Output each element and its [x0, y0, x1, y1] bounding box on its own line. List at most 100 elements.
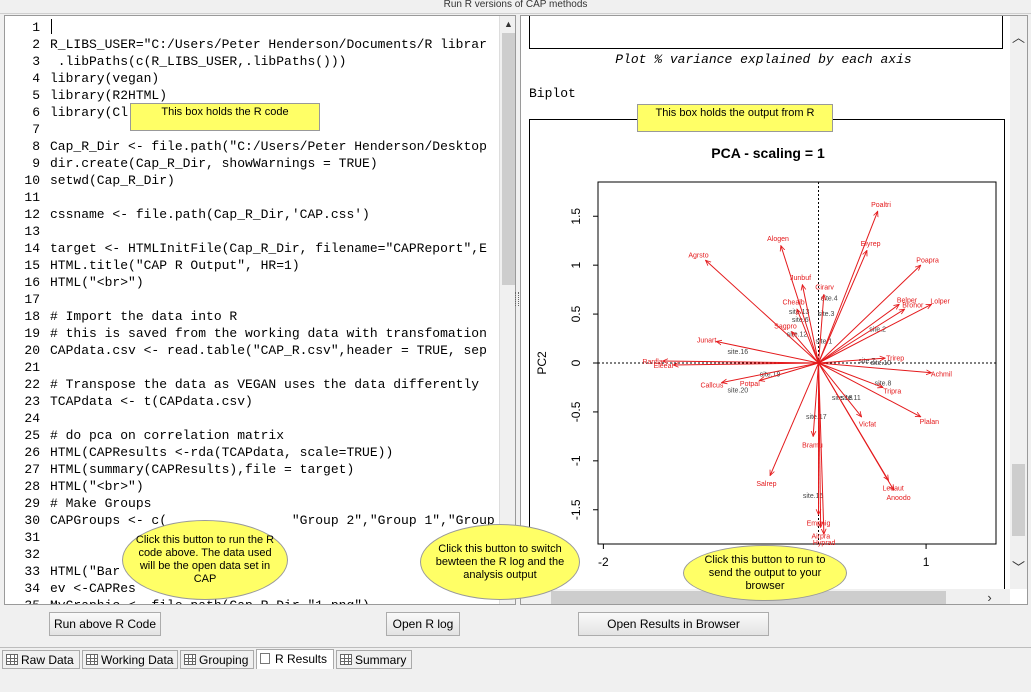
- line-number: 14: [24, 241, 40, 256]
- code-line[interactable]: 19# this is saved from the working data …: [5, 325, 499, 342]
- code-text: HTML.title("CAP R Output", HR=1): [50, 258, 300, 273]
- line-number: 24: [24, 411, 40, 426]
- code-scroll-thumb[interactable]: [502, 33, 515, 285]
- code-line[interactable]: 24: [5, 410, 499, 427]
- tab-grouping[interactable]: Grouping: [180, 650, 254, 669]
- line-number: 1: [32, 20, 40, 35]
- scroll-down-chevron-icon[interactable]: ﹀: [1011, 560, 1025, 575]
- tab-label: Working Data: [101, 653, 174, 667]
- code-text: cssname <- file.path(Cap_R_Dir,'CAP.css'…: [50, 207, 370, 222]
- line-number: 2: [32, 37, 40, 52]
- code-line[interactable]: 7: [5, 121, 499, 138]
- code-vertical-scrollbar[interactable]: ▲: [499, 16, 515, 604]
- code-text: # this is saved from the working data wi…: [50, 326, 487, 341]
- output-scroll-thumb[interactable]: [1012, 464, 1025, 536]
- code-line[interactable]: 16 HTML("<br>"): [5, 274, 499, 291]
- code-text: # Make Groups: [50, 496, 152, 511]
- species-label: Anoodo: [886, 495, 910, 502]
- site-label: site.19: [760, 372, 781, 379]
- open-r-log-button[interactable]: Open R log: [386, 612, 460, 636]
- callout-run-button: Click this button to run the R code abov…: [122, 520, 288, 600]
- species-arrow: [818, 362, 894, 490]
- scroll-up-chevron-icon[interactable]: ︿: [1011, 30, 1025, 45]
- code-line[interactable]: 21: [5, 359, 499, 376]
- code-lines[interactable]: 1 2 R_LIBS_USER="C:/Users/Peter Henderson/…: [5, 16, 499, 604]
- tab-working-data[interactable]: Working Data: [82, 650, 178, 669]
- code-line[interactable]: 11: [5, 189, 499, 206]
- code-line[interactable]: 18# Import the data into R: [5, 308, 499, 325]
- code-line[interactable]: 17: [5, 291, 499, 308]
- line-number: 4: [32, 71, 40, 86]
- previous-plot-frame: [529, 16, 1003, 49]
- code-line[interactable]: 29# Make Groups: [5, 495, 499, 512]
- code-text: TCAPdata <- t(CAPdata.csv): [50, 394, 253, 409]
- line-number: 32: [24, 547, 40, 562]
- species-arrow: [797, 309, 819, 364]
- species-label: Trirep: [886, 355, 904, 362]
- open-results-browser-button[interactable]: Open Results in Browser: [578, 612, 769, 636]
- species-label: Hyprad: [813, 540, 836, 547]
- code-line[interactable]: 25# do pca on correlation matrix: [5, 427, 499, 444]
- code-line[interactable]: 35MyGraphic <- file.path(Cap_R_Dir,"1.pn…: [5, 597, 499, 604]
- species-arrow: [818, 265, 921, 364]
- tab-r-results[interactable]: R Results: [256, 649, 334, 670]
- line-number: 16: [24, 275, 40, 290]
- species-label: Plalan: [920, 419, 940, 426]
- callout-log-button: Click this button to switch bewteen the …: [420, 524, 580, 600]
- code-text: HTML("<br>"): [50, 275, 144, 290]
- code-line[interactable]: 4 library(vegan): [5, 70, 499, 87]
- r-output-viewer[interactable]: Plot % variance explained by each axis B…: [520, 15, 1028, 605]
- pane-splitter-handle[interactable]: [515, 292, 519, 306]
- code-line[interactable]: 22# Transpose the data as VEGAN uses the…: [5, 376, 499, 393]
- tab-label: R Results: [275, 652, 328, 666]
- tab-label: Summary: [355, 653, 407, 667]
- code-line[interactable]: 1: [5, 19, 499, 36]
- code-text: HTML(CAPResults <-rda(TCAPdata, scale=TR…: [50, 445, 394, 460]
- code-text: setwd(Cap_R_Dir): [50, 173, 175, 188]
- species-label: Elyrep: [861, 241, 881, 248]
- tab-label: Raw Data: [21, 653, 74, 667]
- output-vertical-scrollbar[interactable]: ︿ ﹀: [1010, 16, 1027, 589]
- status-strip: [0, 669, 1031, 692]
- tab-raw-data[interactable]: Raw Data: [2, 650, 80, 669]
- tab-summary[interactable]: Summary: [336, 650, 412, 669]
- code-line[interactable]: 31: [5, 529, 499, 546]
- code-line[interactable]: 13: [5, 223, 499, 240]
- code-line[interactable]: 3 .libPaths(c(R_LIBS_USER,.libPaths())): [5, 53, 499, 70]
- line-number: 25: [24, 428, 40, 443]
- run-r-code-button[interactable]: Run above R Code: [49, 612, 161, 636]
- code-line[interactable]: 2 R_LIBS_USER="C:/Users/Peter Henderson/D…: [5, 36, 499, 53]
- species-label: Alogen: [767, 236, 789, 243]
- y-tick-label: -0.5: [569, 401, 583, 422]
- species-label: Vicfat: [859, 421, 876, 428]
- code-text: library(Cl: [50, 105, 129, 120]
- site-label: site.4: [821, 295, 838, 302]
- callout-code-box: This box holds the R code: [130, 103, 320, 131]
- scroll-up-arrow-icon[interactable]: ▲: [504, 19, 513, 29]
- code-text: # Transpose the data as VEGAN uses the d…: [50, 377, 480, 392]
- code-line[interactable]: 32: [5, 546, 499, 563]
- species-label: Achmil: [931, 372, 952, 379]
- species-arrow: [818, 358, 886, 364]
- code-text: library(vegan): [50, 71, 160, 86]
- scroll-right-chevron-icon[interactable]: ›: [987, 590, 992, 605]
- species-arrow: [770, 362, 819, 476]
- species-arrow: [818, 304, 932, 364]
- code-text: R_LIBS_USER="C:/Users/Peter Henderson/Do…: [50, 37, 487, 52]
